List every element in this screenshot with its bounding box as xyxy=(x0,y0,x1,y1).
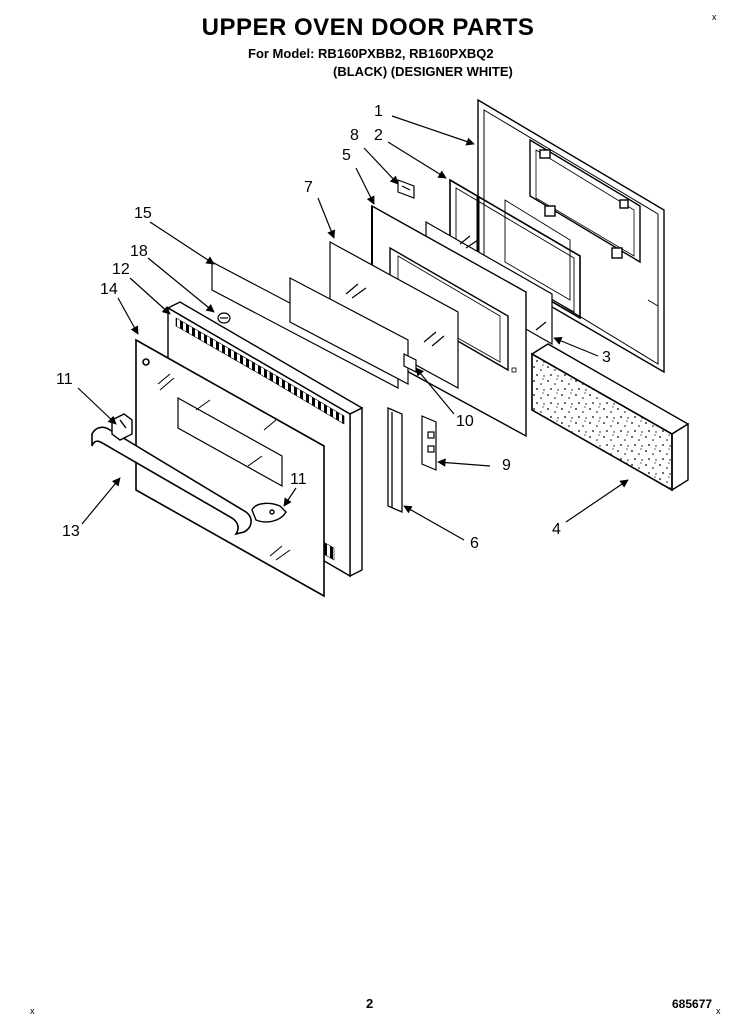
callout-13: 13 xyxy=(62,523,80,540)
document-number: 685677 xyxy=(672,997,713,1011)
callout-2: 2 xyxy=(374,127,383,144)
callout-8: 8 xyxy=(350,127,359,144)
callout-7: 7 xyxy=(304,179,313,196)
part-7-inner-glass xyxy=(329,240,459,390)
part-15b-glass-strip xyxy=(289,277,409,385)
part-9-hinge-bracket xyxy=(421,415,437,471)
callout-10: 10 xyxy=(456,413,474,430)
callout-15: 15 xyxy=(134,205,152,222)
callout-1: 1 xyxy=(374,103,383,120)
part-14-outer-door-glass xyxy=(135,338,325,598)
callout-4: 4 xyxy=(552,521,561,538)
callout-9: 9 xyxy=(502,457,511,474)
corner-mark-bottom-left: x xyxy=(30,1006,35,1016)
part-2-gasket xyxy=(449,178,581,320)
callout-labels: 1 2 3 4 5 6 7 8 9 10 11 11 12 13 14 15 1… xyxy=(56,103,611,552)
part-11-end-cap-left xyxy=(111,413,133,441)
part-13-handle xyxy=(91,426,252,536)
page-number: 2 xyxy=(366,996,374,1011)
part-6-trim-strip xyxy=(387,407,403,513)
callout-5: 5 xyxy=(342,147,351,164)
page-title: UPPER OVEN DOOR PARTS xyxy=(201,14,535,41)
callout-3: 3 xyxy=(602,349,611,366)
corner-mark-bottom-right: x xyxy=(716,1006,721,1016)
corner-mark-top: x xyxy=(712,12,717,22)
color-line: (BLACK) (DESIGNER WHITE) xyxy=(333,64,513,79)
part-18-screw xyxy=(217,312,231,324)
callout-12: 12 xyxy=(112,261,130,278)
part-11-end-cap-right xyxy=(251,502,287,523)
leader-lines xyxy=(77,115,629,541)
part-4-insulation xyxy=(530,343,690,492)
callout-6: 6 xyxy=(470,535,479,552)
callout-14: 14 xyxy=(100,281,118,298)
callout-11-right: 11 xyxy=(290,471,307,488)
callout-18: 18 xyxy=(130,243,148,260)
callout-11-left: 11 xyxy=(56,371,73,388)
part-8-bracket xyxy=(397,179,415,199)
model-line: For Model: RB160PXBB2, RB160PXBQ2 xyxy=(248,46,494,61)
